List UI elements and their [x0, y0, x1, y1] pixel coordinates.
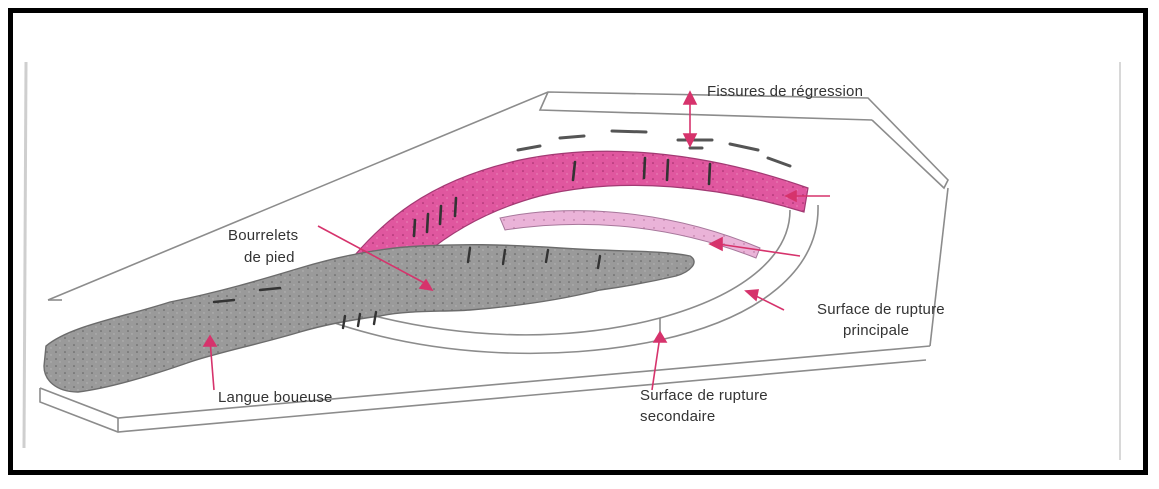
label-surface-secondaire-line1: Surface de rupture — [640, 386, 768, 406]
label-bourrelets-line1: Bourrelets — [228, 226, 298, 246]
mud-tongue — [44, 245, 694, 392]
label-surface-principale-line2: principale — [843, 321, 909, 341]
label-fissures-regression: Fissures de régression — [707, 82, 863, 102]
label-surface-secondaire-line2: secondaire — [640, 407, 715, 427]
margin-line-left — [24, 62, 26, 448]
label-langue-boueuse: Langue boueuse — [218, 388, 333, 408]
label-surface-principale-line1: Surface de rupture — [817, 300, 945, 320]
label-bourrelets-line2: de pied — [244, 248, 295, 268]
